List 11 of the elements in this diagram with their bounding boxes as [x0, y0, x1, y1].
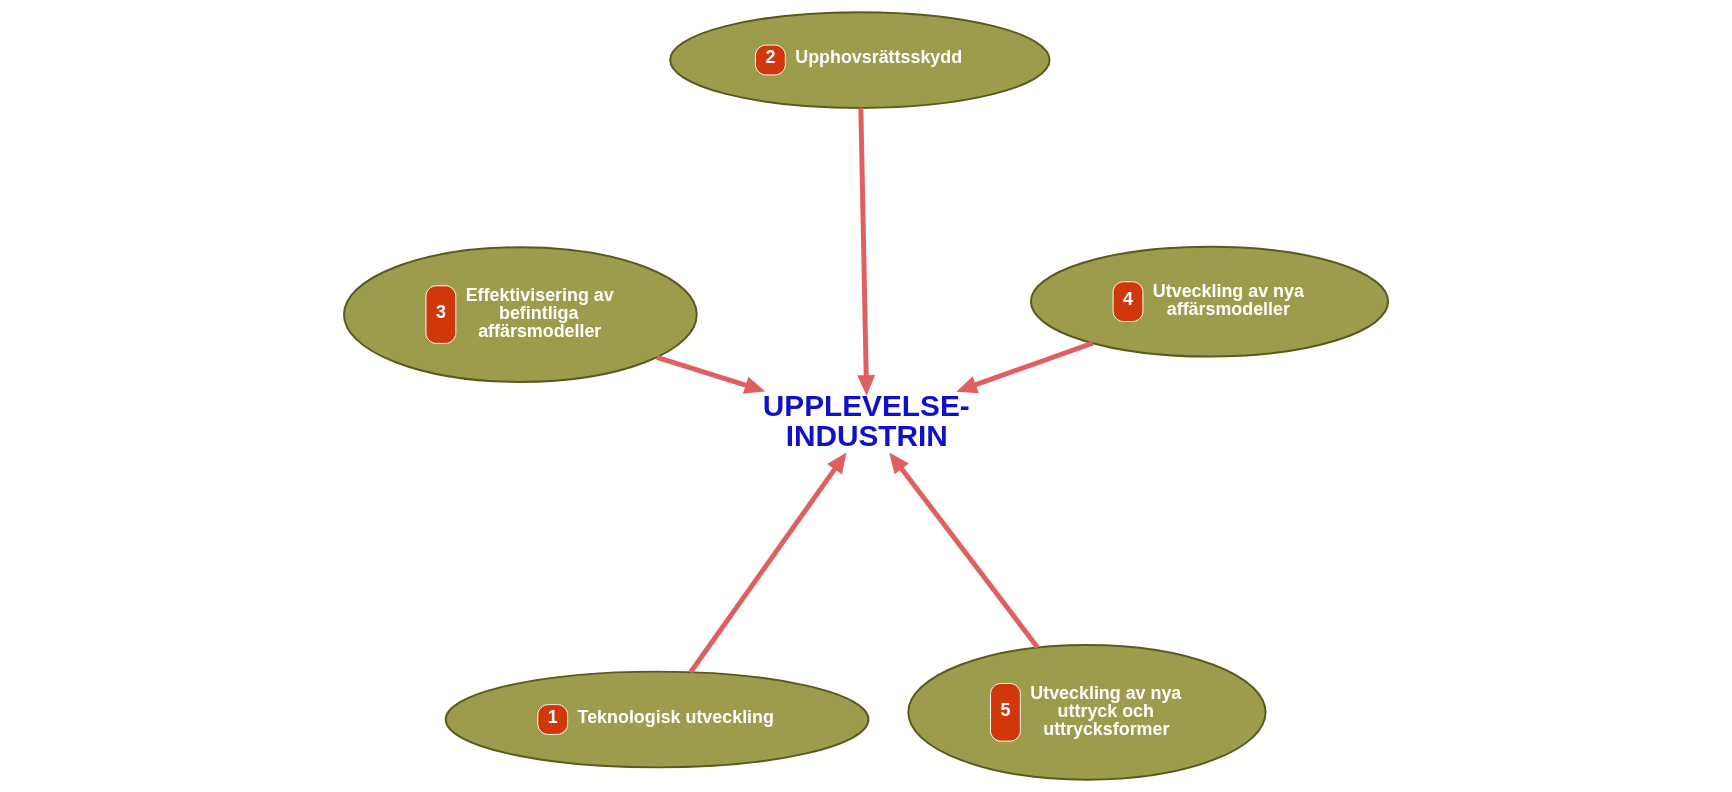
arrow: [889, 452, 1040, 649]
arrow: [857, 107, 876, 396]
arrow: [956, 340, 1094, 394]
arrow: [656, 355, 766, 394]
node-text: UPPLEVELSE- INDUSTRIN: [762, 389, 970, 453]
node-ellipse: 1 Teknologisk utveckling: [444, 670, 870, 769]
node-ellipse: 2 Upphovsrättsskydd: [669, 11, 1051, 109]
node-ellipse: 4 Utveckling av nya affärsmodeller: [1029, 245, 1390, 358]
node-ellipse: 5 Utveckling av nya uttryck och uttrycksformer: [907, 643, 1267, 781]
node-ellipse: 3 Effektivisering av befintliga affärsmodeller: [343, 246, 698, 383]
arrow: [688, 452, 847, 674]
